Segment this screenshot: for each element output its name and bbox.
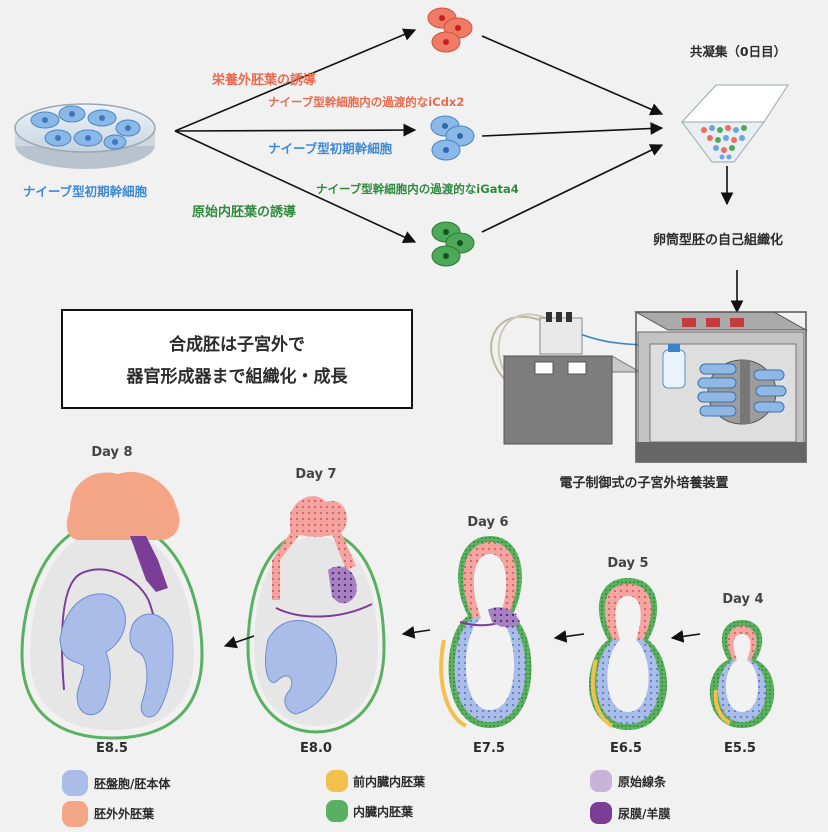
blue-cell-cluster <box>430 115 475 161</box>
stage-day6-label: Day 6 <box>467 515 508 530</box>
svg-text:内臓内胚葉: 内臓内胚葉 <box>353 804 414 819</box>
stage-e85-label: E8.5 <box>96 741 128 756</box>
source-cell-label: ナイーブ型初期幹細胞 <box>23 184 148 199</box>
green-cell-cluster <box>431 221 475 267</box>
arrow-to-green-cells <box>174 130 417 243</box>
route-blue-label: ナイーブ型初期幹細胞 <box>268 141 393 156</box>
stage-e55-label: E5.5 <box>724 741 756 756</box>
device-label: 電子制御式の子宮外培養装置 <box>559 475 728 491</box>
embryo-stage-day4 <box>709 620 775 728</box>
svg-text:尿膜/羊膜: 尿膜/羊膜 <box>618 806 670 821</box>
stage-day5-label: Day 5 <box>607 556 648 571</box>
stage-e75-label: E7.5 <box>473 741 505 756</box>
stage-day4-label: Day 4 <box>722 592 763 607</box>
self-organization-label: 卵筒型胚の自己組織化 <box>653 232 783 248</box>
svg-text:胚外外胚葉: 胚外外胚葉 <box>94 806 155 821</box>
route-green-sub-label: ナイーブ型幹細胞内の過渡的なiGata4 <box>316 182 519 196</box>
embryo-stage-day7 <box>246 496 386 734</box>
stage-e80-label: E8.0 <box>300 741 332 756</box>
petri-dish <box>14 103 156 169</box>
route-green-main-label: 原始内胚葉の誘導 <box>192 204 296 220</box>
embryo-stage-day8 <box>20 471 204 740</box>
stage-day8-label: Day 8 <box>91 445 132 460</box>
callout-line-2: 器官形成器まで組織化・成長 <box>126 366 349 387</box>
route-pink-sub-label: ナイーブ型幹細胞内の過渡的なiCdx2 <box>268 95 464 109</box>
route-pink-main-label: 栄養外胚葉の誘導 <box>211 72 316 88</box>
induction-arrows <box>174 28 664 243</box>
stage-day7-label: Day 7 <box>295 467 336 482</box>
legend-item-anterior-visceral-endoderm: 前内臓内胚葉 <box>326 770 426 792</box>
svg-text:前内臓内胚葉: 前内臓内胚葉 <box>353 774 426 789</box>
arrow-to-pink-cells <box>174 28 417 132</box>
legend-item-visceral-endoderm: 内臓内胚葉 <box>326 800 414 822</box>
arrow-blue-to-aggregate <box>481 122 664 137</box>
culture-device <box>490 311 808 463</box>
stage-e65-label: E6.5 <box>610 741 642 756</box>
embryo-stage-day5 <box>589 578 667 730</box>
legend-item-epiblast: 胚盤胞/胚本体 <box>62 770 171 796</box>
pink-cell-cluster <box>427 7 473 53</box>
legend-item-extraembryonic-ectoderm: 胚外外胚葉 <box>62 801 155 827</box>
callout-box: 合成胚は子宮外で 器官形成器まで組織化・成長 <box>61 309 413 409</box>
arrow-pink-to-aggregate <box>481 35 664 116</box>
arrow-green-to-aggregate <box>481 144 664 233</box>
svg-text:原始線条: 原始線条 <box>618 774 667 789</box>
legend: 胚盤胞/胚本体 胚外外胚葉 前内臓内胚葉 内臓内胚葉 原始線条 尿膜/羊膜 <box>62 770 670 827</box>
callout-line-1: 合成胚は子宮外で <box>169 334 305 355</box>
svg-text:胚盤胞/胚本体: 胚盤胞/胚本体 <box>94 776 171 791</box>
embryo-stage-day6 <box>439 536 532 728</box>
aggregation-label: 共凝集（0日目） <box>690 44 786 59</box>
legend-item-allantois-amnion: 尿膜/羊膜 <box>590 802 670 824</box>
arrow-to-blue-cells <box>174 123 417 137</box>
progression-arrows <box>223 625 701 649</box>
legend-item-primitive-streak: 原始線条 <box>590 770 667 792</box>
aggregation-well <box>680 84 789 163</box>
